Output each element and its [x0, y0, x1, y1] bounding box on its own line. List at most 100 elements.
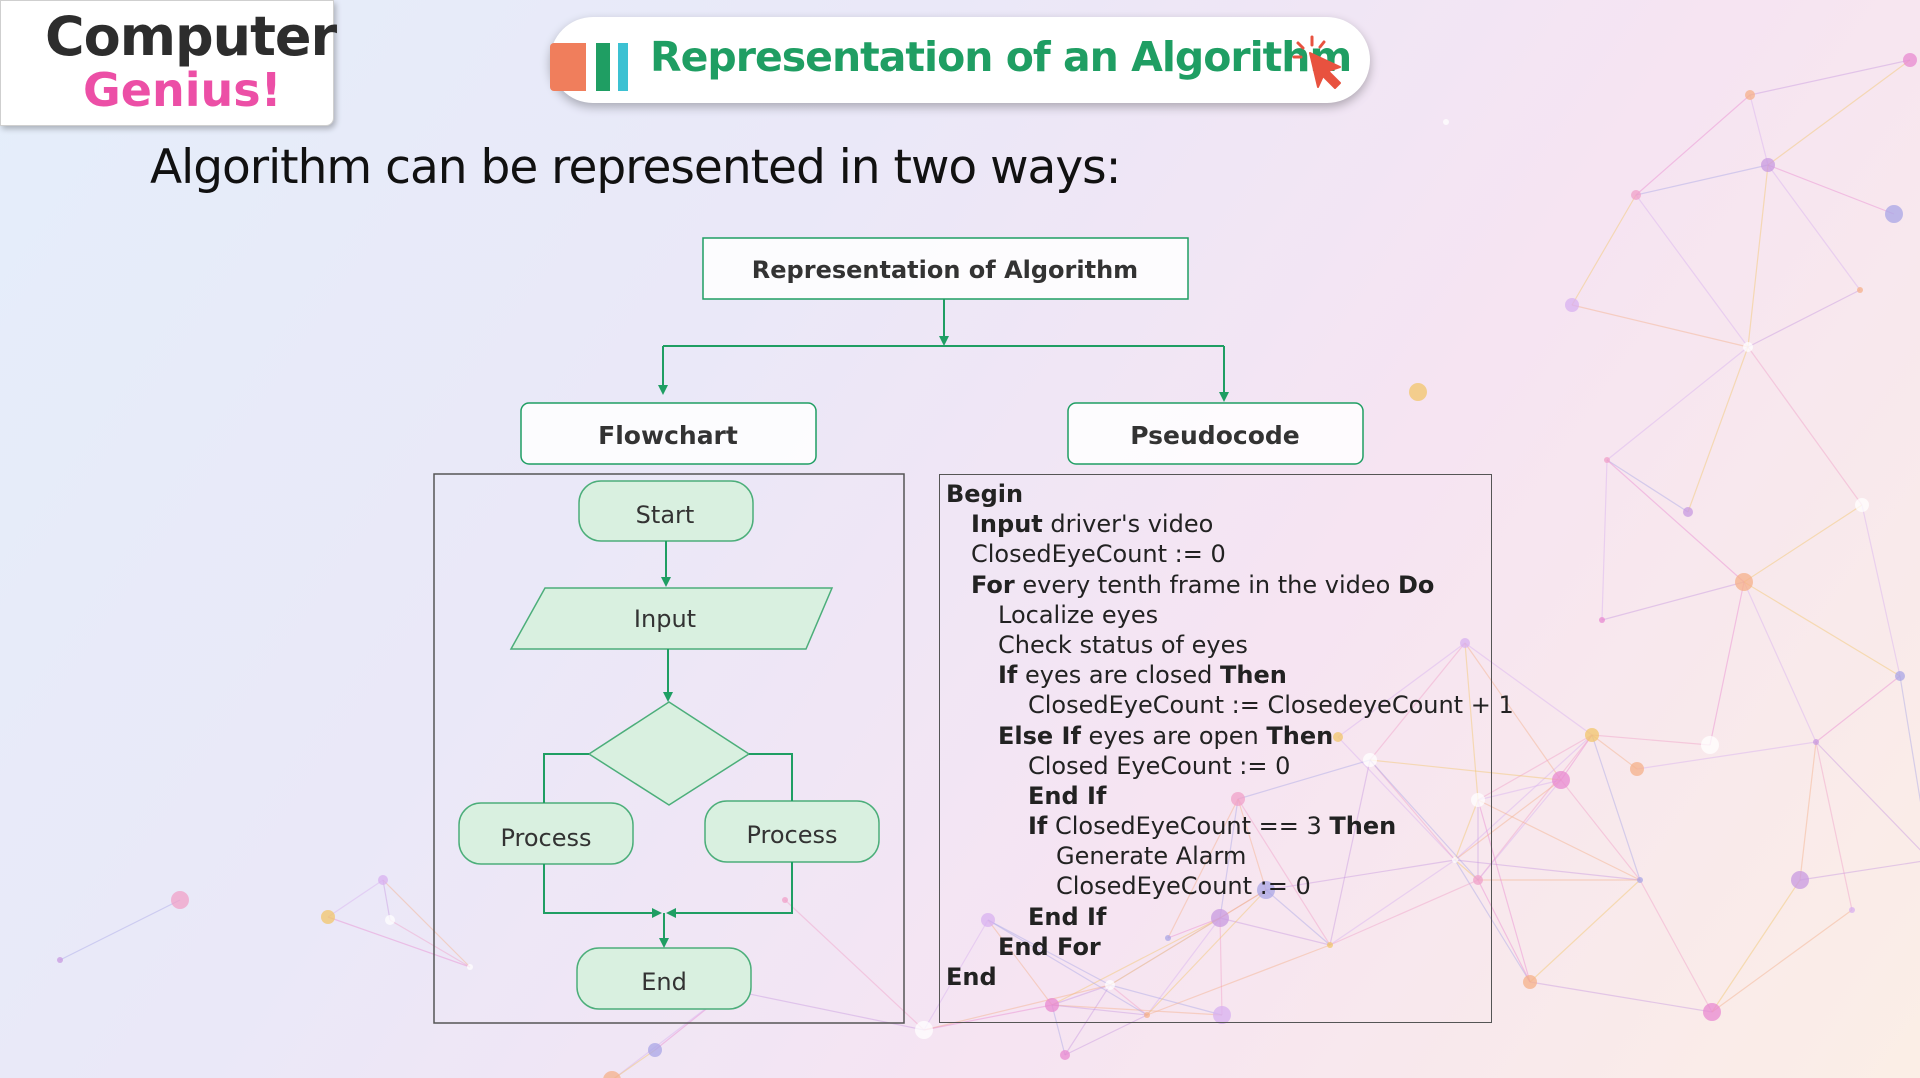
background-network-line [1601, 459, 1608, 621]
background-network-node [1327, 942, 1333, 948]
background-network-line [1571, 194, 1637, 306]
flowchart-connectors [543, 541, 793, 948]
background-network-node [1105, 980, 1115, 990]
background-network-node [915, 1021, 933, 1039]
background-network-line [1749, 59, 1911, 96]
background-network-line [1464, 642, 1593, 736]
pseudocode-line: ClosedEyeCount := 0 [946, 871, 1514, 901]
background-network-line [1747, 164, 1769, 348]
background-network-line [1560, 734, 1593, 781]
background-network-node [1631, 190, 1641, 200]
background-network-line [987, 919, 1148, 1016]
background-network-node [1703, 1003, 1721, 1021]
pseudocode-keyword: Else If [998, 721, 1081, 750]
background-network-line [1477, 734, 1593, 801]
pseudocode-text-part: Check status of eyes [998, 630, 1248, 659]
background-network-node [1473, 875, 1483, 885]
background-network-node [1599, 617, 1605, 623]
background-network-line [382, 879, 471, 968]
background-network-node [385, 915, 395, 925]
pseudocode-text-part: every tenth frame in the video [1014, 570, 1398, 599]
background-network-node [1565, 298, 1579, 312]
background-network-line [1454, 859, 1479, 881]
background-network-line [1815, 741, 1920, 851]
background-network-node [1523, 975, 1537, 989]
background-network-line [1571, 304, 1749, 348]
pseudocode-line: Localize eyes [946, 600, 1514, 630]
background-network-line [1591, 734, 1711, 746]
fc-arrow-right-merge [666, 862, 793, 918]
background-network-line [1636, 741, 1817, 770]
pseudocode-text-part: ClosedEyeCount == 3 [1047, 812, 1330, 841]
pseudocode-line: Check status of eyes [946, 630, 1514, 660]
background-network-line [1815, 741, 1853, 911]
background-network-line [382, 879, 391, 921]
pseudocode-line: If eyes are closed Then [946, 660, 1514, 690]
pseudocode-keyword: End If [1028, 781, 1107, 810]
background-network-node [981, 913, 995, 927]
background-network-line [1799, 741, 1817, 881]
pseudocode-line: Else If eyes are open Then [946, 721, 1514, 751]
pseudocode-line: End [946, 962, 1514, 992]
background-network-line [1767, 164, 1861, 291]
pseudocode-text-part: ClosedEyeCount := ClosedeyeCount + 1 [1028, 691, 1514, 720]
background-network-node [1471, 793, 1485, 807]
background-network-line [1051, 1004, 1148, 1016]
background-network-line [987, 919, 1111, 986]
pseudocode-line: Closed EyeCount := 0 [946, 751, 1514, 781]
background-network-node [1144, 1012, 1150, 1018]
background-network-line [1899, 675, 1920, 803]
flowchart-panel [433, 473, 905, 1024]
background-network-line [1369, 642, 1466, 761]
pseudocode-keyword: Then [1220, 661, 1287, 690]
fc-end-label: End [641, 968, 687, 996]
background-network-line [1635, 94, 1751, 196]
background-network-line [1815, 675, 1901, 743]
pseudocode-line: If ClosedEyeCount == 3 Then [946, 811, 1514, 841]
background-network-node [1333, 732, 1343, 742]
background-network-line [1454, 734, 1593, 861]
background-network-line [1529, 879, 1641, 983]
header-bar-cyan [618, 43, 628, 91]
background-network-line [1146, 889, 1267, 1016]
background-network-node [1060, 1050, 1070, 1060]
fc-start: Start [578, 480, 754, 542]
pseudocode-line: End If [946, 781, 1514, 811]
background-network-node [1443, 119, 1449, 125]
background-network-node [1857, 287, 1863, 293]
background-network-line [1109, 984, 1223, 1016]
background-network-line [1477, 734, 1593, 881]
root-node: Representation of Algorithm [702, 237, 1189, 300]
pseudocode-keyword: If [998, 661, 1018, 690]
background-network-node [1791, 871, 1809, 889]
logo-line1: Computer [45, 5, 337, 68]
pseudocode-keyword: Do [1397, 570, 1435, 599]
background-network-line [1219, 917, 1331, 946]
pseudocode-keyword: For [971, 570, 1015, 599]
background-network-line [1051, 917, 1221, 1006]
background-network-line [1747, 289, 1861, 348]
background-network-line [1146, 944, 1331, 1016]
background-network-node [1683, 507, 1693, 517]
pseudocode-text-part: eyes are closed [1017, 661, 1220, 690]
background-network-line [1767, 59, 1911, 166]
background-network-line [1687, 346, 1749, 513]
fc-start-label: Start [636, 501, 695, 529]
background-network-line [1477, 799, 1531, 983]
background-network-line [1064, 984, 1111, 1056]
background-network-line [389, 919, 471, 968]
background-network-line [1337, 736, 1456, 861]
background-network-line [1369, 759, 1562, 781]
flowchart-node: Flowchart [520, 402, 817, 465]
pseudocode-text-part: ClosedEyeCount := 0 [1056, 872, 1311, 901]
pseudocode-keyword: Then [1266, 721, 1334, 750]
background-network-node [1630, 762, 1644, 776]
background-network-line [1743, 581, 1901, 677]
pseudocode-line: Input driver's video [946, 509, 1514, 539]
pseudocode-text-part: eyes are open [1080, 721, 1267, 750]
background-network-line [1606, 459, 1745, 583]
pseudocode-text-part: Closed EyeCount := 0 [1028, 751, 1291, 780]
background-network-node [1604, 457, 1610, 463]
background-network-node [1045, 998, 1059, 1012]
fc-decision [587, 701, 751, 806]
